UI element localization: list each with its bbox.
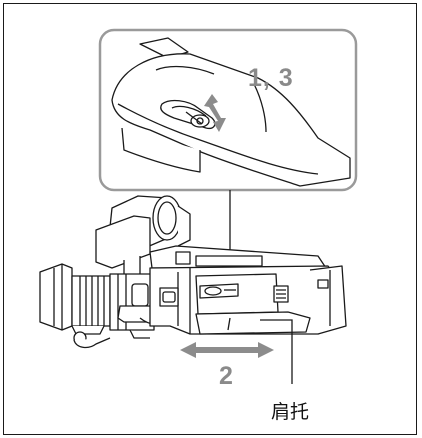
detail-inset (98, 28, 358, 192)
camcorder-body (39, 195, 347, 349)
left-right-arrow-icon (180, 342, 274, 358)
shoulder-pad-label: 肩托 (271, 401, 310, 423)
shoulder-pad-callout-line (260, 319, 293, 384)
step-label-1-3: 1, 3 (248, 64, 294, 92)
inset-shoulder-pad (111, 37, 351, 187)
step-label-2: 2 (219, 362, 234, 390)
figure-frame (3, 3, 417, 435)
double-headed-arrow-icon (204, 94, 226, 132)
